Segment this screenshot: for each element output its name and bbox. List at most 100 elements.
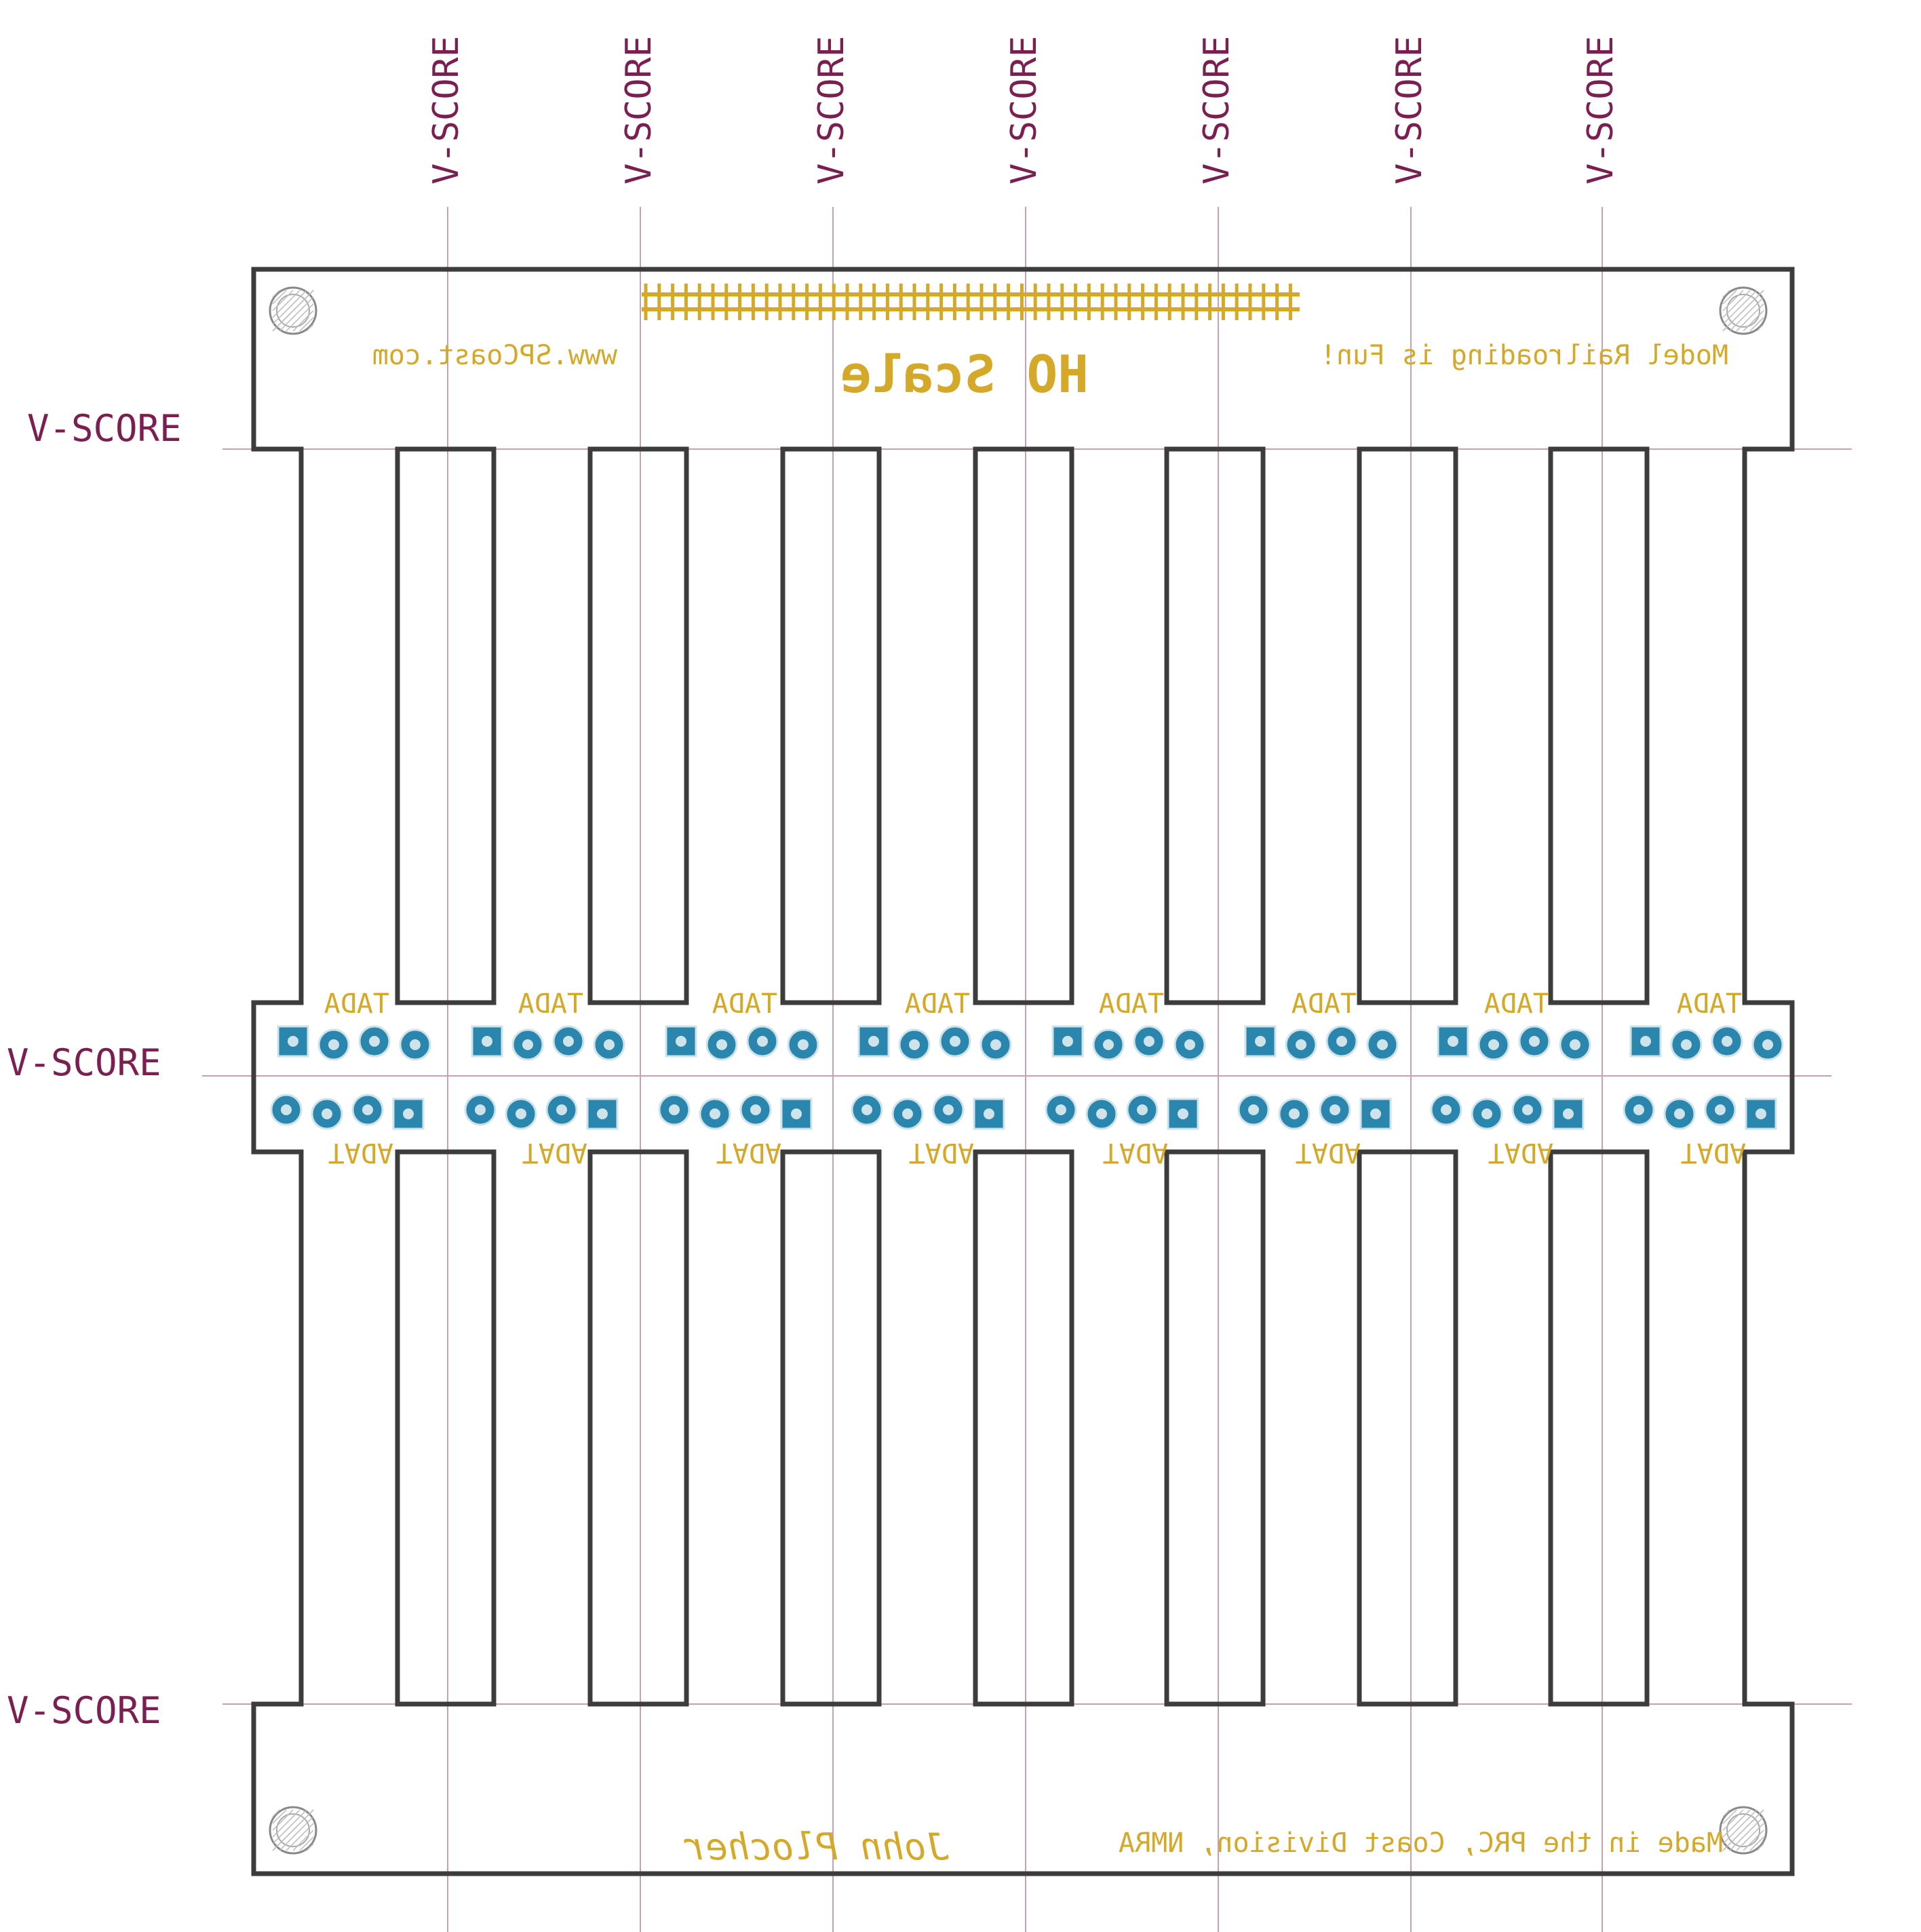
pad-hole <box>1330 1104 1340 1115</box>
module-label-top: TADA <box>1099 988 1164 1020</box>
pad-hole <box>1755 1108 1766 1119</box>
vscore-label-horizontal: V-SCORE <box>7 1041 161 1084</box>
pad-hole <box>950 1036 960 1047</box>
pad-hole <box>556 1104 567 1115</box>
board-slogan: Model Railroading is Fun! <box>1320 340 1728 371</box>
slot-lower <box>1164 1149 1266 1707</box>
pad-hole <box>716 1039 727 1050</box>
vscore-label-vertical: V-SCORE <box>619 36 659 185</box>
module-label-bottom: ADAT <box>1681 1137 1746 1168</box>
slot-lower <box>780 1149 882 1707</box>
mounting-holes <box>269 286 1768 1855</box>
module-label-top: TADA <box>712 988 777 1020</box>
pad-hole <box>1370 1108 1381 1119</box>
pad-hole <box>1184 1039 1195 1050</box>
pad-hole <box>984 1108 994 1119</box>
pad-hole <box>475 1104 486 1115</box>
vscore-lines <box>202 207 1852 1932</box>
vscore-label-vertical: V-SCORE <box>426 36 467 185</box>
module-4: TADA ADAT <box>851 988 1012 1168</box>
vscore-labels: V-SCORE V-SCORE V-SCORE V-SCORE V-SCORE V-SCO… <box>7 36 1621 1732</box>
pad-hole <box>403 1108 414 1119</box>
slot-upper <box>973 446 1074 1005</box>
board-author: John Plocher <box>683 1825 949 1868</box>
pad-hole <box>990 1039 1001 1050</box>
module-label-top: TADA <box>905 988 970 1020</box>
slot-upper <box>395 446 497 1005</box>
vscore-label-horizontal: V-SCORE <box>27 407 182 450</box>
pad-hole <box>1715 1104 1726 1115</box>
pad-hole <box>410 1039 421 1050</box>
module-label-bottom: ADAT <box>909 1137 974 1168</box>
silkscreen-text: www.SPCoast.com HO Scale Model Railroadi… <box>372 340 1728 1868</box>
vscore-label-vertical: V-SCORE <box>1580 36 1621 185</box>
pad-hole <box>1255 1036 1266 1047</box>
pad-hole <box>1563 1108 1574 1119</box>
pad-hole <box>1762 1039 1773 1050</box>
module-label-bottom: ADAT <box>1103 1137 1168 1168</box>
pad-hole <box>1681 1039 1692 1050</box>
pad-hole <box>516 1108 526 1119</box>
pad-hole <box>1296 1039 1306 1050</box>
pad-hole <box>1722 1036 1732 1047</box>
pad-hole <box>362 1104 373 1115</box>
pad-hole <box>1488 1039 1499 1050</box>
pad-hole <box>1289 1108 1300 1119</box>
pad-hole <box>369 1036 380 1047</box>
pad-hole <box>1336 1036 1347 1047</box>
slot-upper <box>1164 446 1266 1005</box>
mounting-hole <box>269 286 317 335</box>
slot-lower <box>587 1149 689 1707</box>
module-label-top: TADA <box>518 988 583 1020</box>
pad-hole <box>1633 1104 1644 1115</box>
module-3: TADA ADAT <box>658 988 819 1168</box>
pad-hole <box>909 1039 920 1050</box>
pad-hole <box>1448 1036 1458 1047</box>
pad-hole <box>281 1104 292 1115</box>
pad-hole <box>1096 1108 1107 1119</box>
module-headers: TADAADATTADAADATTADAADATTADAADATTADAADAT… <box>270 988 1784 1168</box>
pad-square <box>1244 1025 1277 1058</box>
pad-hole <box>757 1036 768 1047</box>
module-label-top: TADA <box>324 988 389 1020</box>
pad-hole <box>669 1104 680 1115</box>
pad-hole <box>676 1036 686 1047</box>
slot-upper <box>587 446 689 1005</box>
pad-hole <box>522 1039 533 1050</box>
board-slots <box>395 446 1650 1707</box>
pad-hole <box>902 1108 913 1119</box>
pad-hole <box>1103 1039 1114 1050</box>
pad-hole <box>1062 1036 1073 1047</box>
mounting-hole <box>269 1806 317 1855</box>
pad-hole <box>798 1039 809 1050</box>
pad-hole <box>1137 1104 1148 1115</box>
pad-square <box>586 1098 619 1130</box>
mounting-hole <box>1719 1806 1768 1855</box>
module-label-top: TADA <box>1292 988 1357 1020</box>
slot-upper <box>1357 446 1458 1005</box>
vscore-label-vertical: V-SCORE <box>1004 36 1045 185</box>
pad-hole <box>1570 1039 1580 1050</box>
module-label-bottom: ADAT <box>716 1137 781 1168</box>
board-edge <box>251 267 1795 1876</box>
pad-hole <box>750 1104 761 1115</box>
track-rail-graphic <box>642 284 1300 320</box>
pad-hole <box>1144 1036 1154 1047</box>
pad-square <box>1745 1098 1777 1130</box>
slot-lower <box>395 1149 497 1707</box>
vscore-label-vertical: V-SCORE <box>1197 36 1237 185</box>
pad-hole <box>1248 1104 1259 1115</box>
slot-upper <box>1548 446 1650 1005</box>
pad-hole <box>288 1036 298 1047</box>
board-origin: Made in the PRC, Coast Division, NMRA <box>1119 1828 1723 1859</box>
pad-hole <box>1178 1108 1188 1119</box>
pad-hole <box>482 1036 492 1047</box>
pad-square <box>471 1025 503 1058</box>
pad-hole <box>1640 1036 1651 1047</box>
pad-hole <box>1529 1036 1540 1047</box>
board-outline <box>251 267 1795 1876</box>
